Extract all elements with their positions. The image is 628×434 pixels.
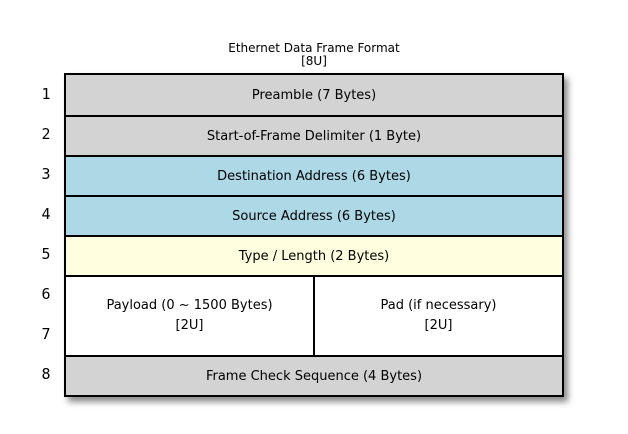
row-number-6: 6 — [41, 285, 51, 303]
row-number-7: 7 — [41, 325, 51, 343]
field-destination-label: Destination Address (6 Bytes) — [217, 168, 411, 184]
row-number-3: 3 — [41, 165, 51, 183]
field-pad: Pad (if necessary) [2U] — [315, 277, 562, 355]
diagram-title-units: [8U] — [301, 54, 327, 68]
diagram-title: Ethernet Data Frame Format [8U] — [0, 42, 628, 68]
field-frame-check-sequence: Frame Check Sequence (4 Bytes) — [66, 355, 562, 395]
field-preamble: Preamble (7 Bytes) — [66, 75, 562, 115]
field-payload-units: [2U] — [175, 318, 204, 333]
field-start-of-frame-delimiter: Start-of-Frame Delimiter (1 Byte) — [66, 115, 562, 155]
row-number-4: 4 — [41, 205, 51, 223]
field-fcs-label: Frame Check Sequence (4 Bytes) — [205, 368, 423, 384]
row-number-1: 1 — [41, 85, 51, 103]
field-source-label: Source Address (6 Bytes) — [232, 208, 396, 224]
field-payload-label: Payload (0 ~ 1500 Bytes) — [106, 298, 273, 313]
field-type-length-label: Type / Length (2 Bytes) — [238, 248, 390, 264]
field-preamble-label: Preamble (7 Bytes) — [251, 87, 377, 103]
row-number-8: 8 — [41, 365, 51, 383]
field-sfd-label: Start-of-Frame Delimiter (1 Byte) — [206, 128, 422, 144]
row-number-2: 2 — [41, 125, 51, 143]
field-destination-address: Destination Address (6 Bytes) — [66, 155, 562, 195]
field-payload: Payload (0 ~ 1500 Bytes) [2U] — [66, 277, 315, 355]
field-pad-units: [2U] — [424, 318, 453, 333]
field-payload-pad-row: Payload (0 ~ 1500 Bytes) [2U] Pad (if ne… — [66, 275, 562, 355]
diagram-title-text: Ethernet Data Frame Format — [228, 41, 400, 55]
frame-table: Preamble (7 Bytes) Start-of-Frame Delimi… — [64, 73, 564, 397]
field-source-address: Source Address (6 Bytes) — [66, 195, 562, 235]
field-pad-label: Pad (if necessary) — [380, 298, 497, 313]
row-number-5: 5 — [41, 245, 51, 263]
field-type-length: Type / Length (2 Bytes) — [66, 235, 562, 275]
